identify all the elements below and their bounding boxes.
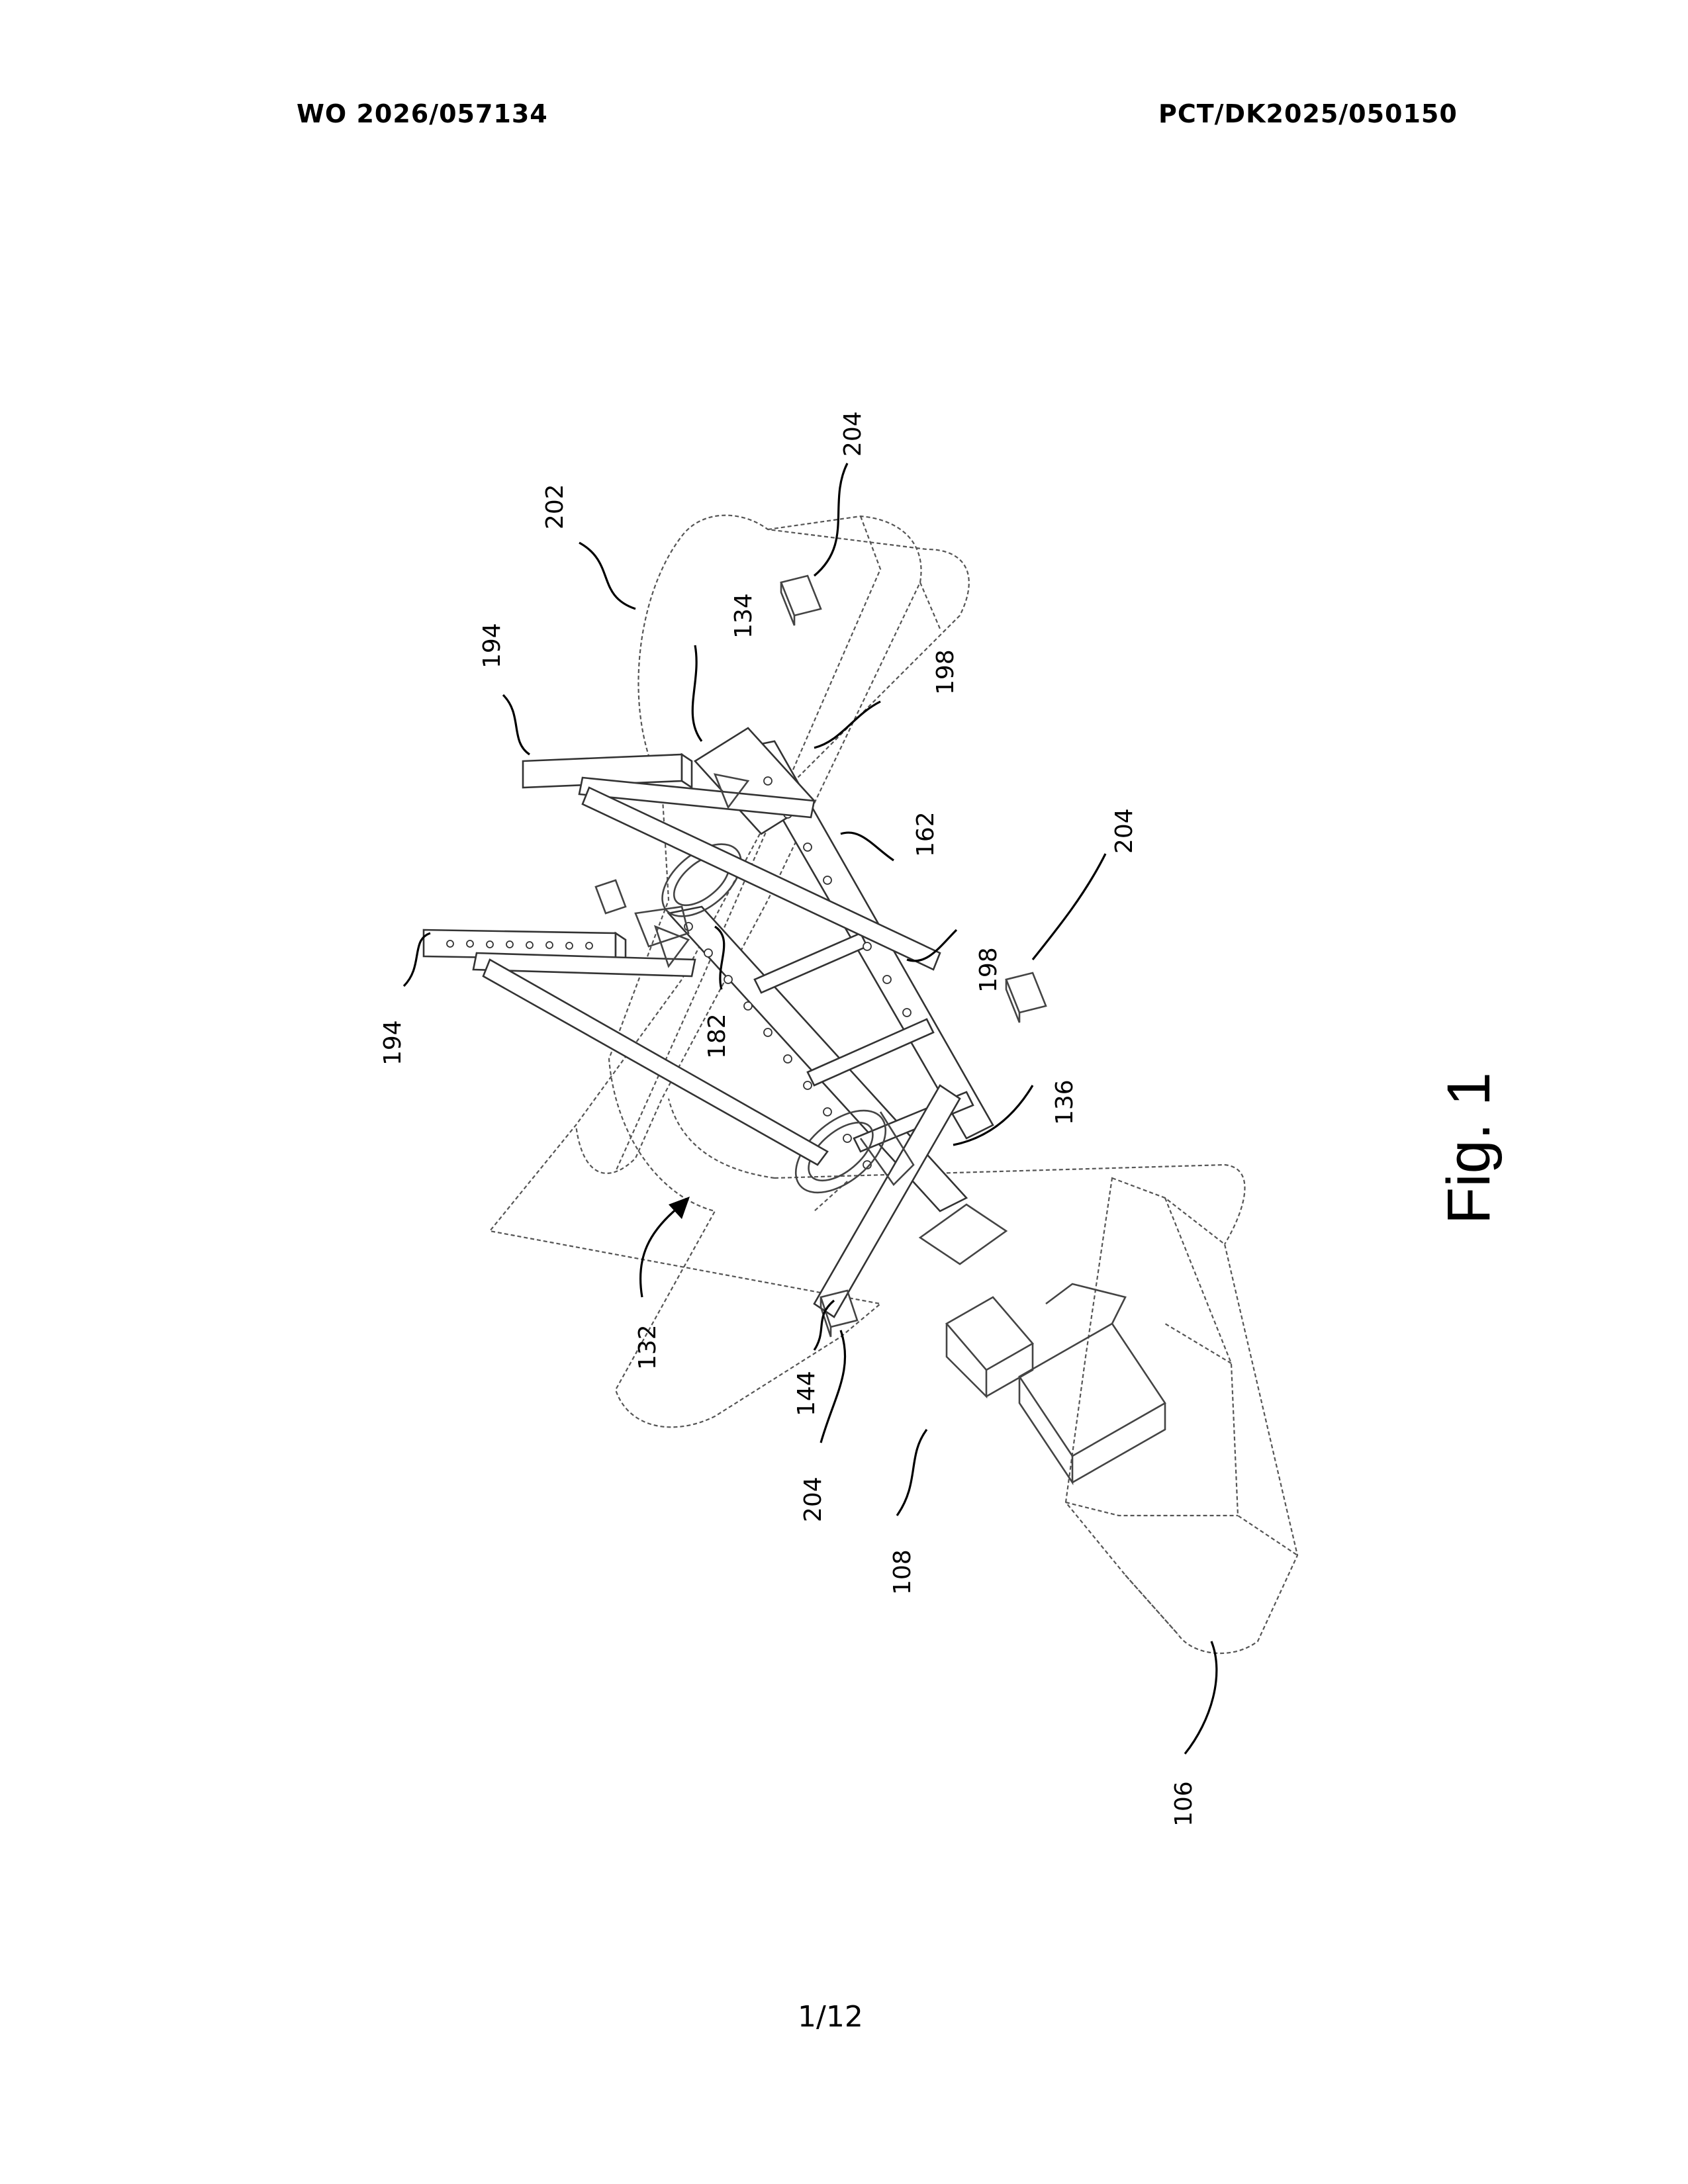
ref-194-lower: 194 — [379, 1020, 406, 1066]
leader-lines — [404, 463, 1217, 1754]
ref-204-middle: 204 — [1111, 808, 1138, 854]
figure-caption: Fig. 1 — [1435, 1072, 1503, 1224]
lifting-frame — [635, 728, 993, 1317]
ref-182: 182 — [704, 1013, 731, 1059]
ref-204-bottom: 204 — [800, 1477, 827, 1522]
barge-hull — [490, 516, 1297, 1653]
ref-162: 162 — [912, 811, 939, 857]
ref-136: 136 — [1051, 1079, 1078, 1125]
ref-144: 144 — [793, 1371, 820, 1416]
page-number: 1/12 — [798, 2000, 863, 2034]
ref-134: 134 — [730, 593, 757, 639]
ref-198-lower: 198 — [975, 947, 1002, 993]
ref-108: 108 — [889, 1549, 916, 1595]
deck-structures — [920, 1205, 1165, 1482]
ref-198-upper: 198 — [932, 649, 959, 695]
ref-202: 202 — [541, 484, 569, 529]
ref-204-top: 204 — [839, 411, 867, 457]
ref-132: 132 — [634, 1324, 661, 1370]
ref-106: 106 — [1170, 1781, 1197, 1827]
reference-numerals: 194 202 204 134 198 194 162 204 182 198 … — [379, 411, 1197, 1827]
arrowhead-132 — [669, 1197, 690, 1219]
ref-194-upper: 194 — [479, 623, 506, 668]
